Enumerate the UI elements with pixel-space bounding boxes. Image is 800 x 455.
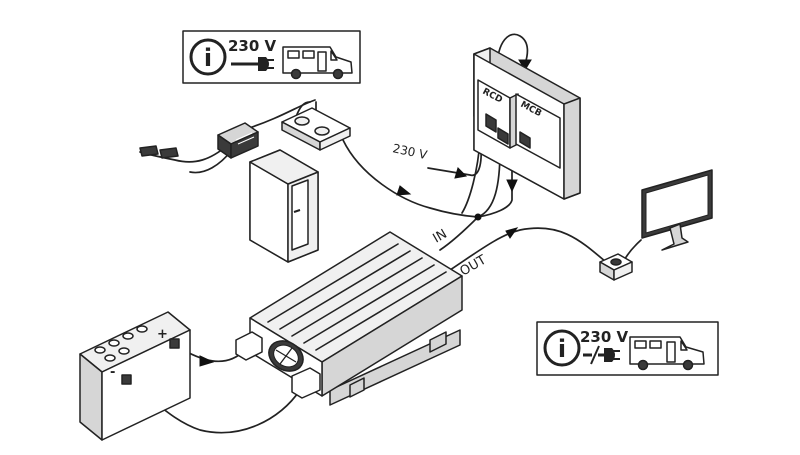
svg-text:+: + bbox=[157, 327, 168, 342]
cooling-fins bbox=[267, 243, 447, 351]
output-socket bbox=[599, 253, 633, 281]
svg-text:-: - bbox=[110, 365, 115, 380]
charger-clamps bbox=[139, 145, 179, 159]
battery-cell-caps bbox=[94, 325, 148, 362]
info-icon: i bbox=[543, 329, 581, 367]
camper-van-icon bbox=[282, 46, 353, 80]
info-voltage-label: 230 V bbox=[228, 37, 277, 55]
mains-voltage-label: 230 V bbox=[391, 141, 429, 162]
svg-text:i: i bbox=[558, 335, 566, 363]
inverter-charger bbox=[235, 231, 463, 406]
socket-strip bbox=[281, 107, 351, 151]
battery: + - bbox=[79, 311, 191, 441]
info-voltage-label: 230 V bbox=[580, 328, 629, 346]
info-box-shore-power-disconnected: i 230 V bbox=[536, 321, 719, 376]
camper-van-icon bbox=[629, 336, 705, 371]
fan-icon bbox=[268, 340, 304, 372]
info-box-shore-power-connected: i 230 V bbox=[182, 30, 361, 84]
plug-disconnected-icon bbox=[583, 345, 620, 365]
battery-charger bbox=[139, 122, 259, 159]
plug-connected-icon bbox=[231, 57, 274, 71]
fridge bbox=[249, 149, 319, 263]
info-icon: i bbox=[189, 38, 227, 76]
battery-positive-terminal: + bbox=[157, 327, 180, 349]
battery-negative-terminal: - bbox=[110, 365, 132, 385]
svg-text:i: i bbox=[204, 44, 212, 72]
distribution-box: RCD MCB bbox=[473, 47, 581, 200]
mcb-breaker[interactable]: MCB bbox=[497, 93, 561, 169]
out-label: OUT bbox=[458, 253, 490, 280]
in-label: IN bbox=[431, 227, 450, 247]
monitor bbox=[641, 169, 713, 251]
